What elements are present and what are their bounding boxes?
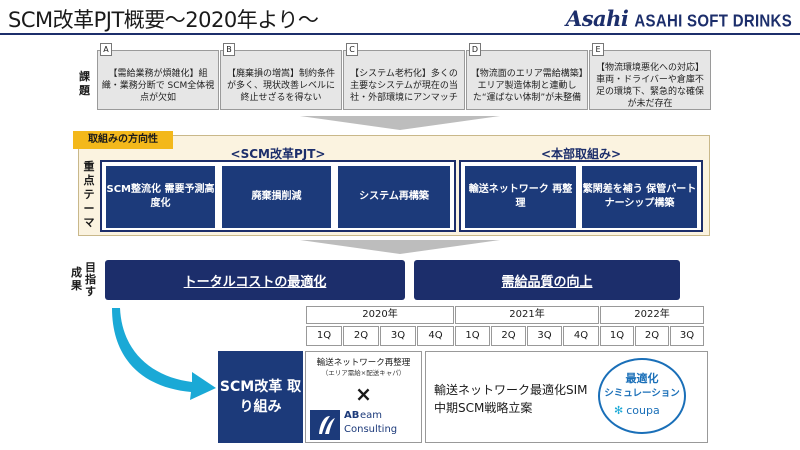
badge-subtitle: シミュレーション bbox=[604, 388, 680, 399]
issue-card-c: C 【システム老朽化】多くの主要なシステムが現在の当社・外部環境にアンマッチ bbox=[343, 43, 465, 110]
result-quality: 需給品質の向上 bbox=[414, 260, 680, 300]
issue-text: 【物流環境悪化への対応】車両・ドライバーや倉庫不足の環境下、緊急的な確保が未だ存… bbox=[595, 63, 704, 109]
issue-text: 【需給業務が煩雑化】組織・業務分断で SCM全体視点が欠如 bbox=[101, 69, 215, 103]
issue-card-e: E 【物流環境悪化への対応】車両・ドライバーや倉庫不足の環境下、緊急的な確保が未… bbox=[589, 43, 711, 110]
issue-letter: E bbox=[592, 43, 604, 56]
sim-line-2: 中期SCM戦略立案 bbox=[434, 401, 533, 415]
quarter-cell: 3Q bbox=[670, 326, 704, 346]
quarter-cell: 1Q bbox=[600, 326, 634, 346]
quarter-cell: 2Q bbox=[491, 326, 526, 346]
issue-card-a: A 【需給業務が煩雑化】組織・業務分断で SCM全体視点が欠如 bbox=[97, 43, 219, 110]
theme-card: SCM整流化 需要予測高度化 bbox=[106, 166, 215, 228]
focus-theme-label: 重点テーマ bbox=[83, 160, 95, 229]
coupa-snowflake-icon: ✻ bbox=[614, 404, 624, 417]
theme-card: 繁閑差を補う 保管パートナーシップ構築 bbox=[582, 166, 697, 228]
direction-tab: 取組みの方向性 bbox=[73, 131, 173, 149]
down-arrow-icon bbox=[300, 116, 500, 130]
hq-group-title: <本部取組み> bbox=[540, 147, 622, 161]
issues-label: 課題 bbox=[79, 70, 90, 97]
abeam-ab: AB bbox=[344, 410, 360, 421]
page-title: SCM改革PJT概要～2020年より～ bbox=[8, 8, 319, 32]
issue-text: 【物流面のエリア需給構築】エリア製造体制と連動した“運ばない体制”が未整備 bbox=[470, 69, 584, 103]
issue-card-b: B 【廃棄損の増嵩】制約条件が多く、現状改善レベルに終止せざるを得ない bbox=[220, 43, 342, 110]
optimization-simulation-badge: 最適化 シミュレーション ✻ coupa bbox=[598, 358, 686, 434]
year-header: 2021年 bbox=[455, 306, 599, 324]
scm-pjt-group-title: <SCM改革PJT> bbox=[230, 147, 326, 161]
quarter-cell: 3Q bbox=[527, 326, 562, 346]
theme-card: システム再構築 bbox=[338, 166, 450, 228]
times-symbol: × bbox=[355, 382, 372, 406]
logo-mark: Asahi bbox=[565, 6, 629, 31]
quarter-cell: 2Q bbox=[343, 326, 379, 346]
issue-letter: B bbox=[223, 43, 235, 56]
logo-text: ASAHI SOFT DRINKS bbox=[634, 11, 792, 32]
issue-text: 【廃棄損の増嵩】制約条件が多く、現状改善レベルに終止せざるを得ない bbox=[226, 69, 335, 103]
abeam-eam: eam bbox=[360, 410, 383, 421]
issue-letter: A bbox=[100, 43, 112, 56]
issue-letter: D bbox=[469, 43, 481, 56]
theme-card: 廃棄損削減 bbox=[222, 166, 331, 228]
sim-line-1: 輸送ネットワーク最適化SIM bbox=[434, 383, 588, 397]
coupa-logo: ✻ coupa bbox=[614, 404, 674, 418]
company-logo: Asahi ASAHI SOFT DRINKS bbox=[565, 6, 792, 32]
result-total-cost: トータルコストの最適化 bbox=[105, 260, 405, 300]
issue-text: 【システム老朽化】多くの主要なシステムが現在の当社・外部環境にアンマッチ bbox=[350, 69, 458, 103]
theme-card: 輸送ネットワーク 再整理 bbox=[465, 166, 576, 228]
issue-card-d: D 【物流面のエリア需給構築】エリア製造体制と連動した“運ばない体制”が未整備 bbox=[466, 43, 588, 110]
badge-title: 最適化 bbox=[625, 372, 659, 385]
header-rule bbox=[0, 33, 800, 35]
quarter-cell: 4Q bbox=[417, 326, 454, 346]
year-header: 2022年 bbox=[600, 306, 704, 324]
coupa-text: coupa bbox=[626, 404, 660, 417]
quarter-cell: 3Q bbox=[380, 326, 416, 346]
quarter-cell: 2Q bbox=[635, 326, 669, 346]
results-label: 成果 bbox=[71, 266, 82, 292]
reorg-title: 輸送ネットワーク再整理 bbox=[316, 358, 411, 368]
network-reorg-box: 輸送ネットワーク再整理 （エリア需給×配送キャパ） × AB eam Consu… bbox=[305, 351, 422, 443]
target-label: 目指す bbox=[85, 261, 96, 298]
issue-letter: C bbox=[346, 43, 358, 56]
down-arrow-icon bbox=[300, 240, 500, 254]
scm-initiative-box: SCM改革 取り組み bbox=[218, 351, 303, 443]
quarter-cell: 4Q bbox=[563, 326, 599, 346]
curved-arrow-icon bbox=[112, 308, 216, 400]
abeam-logo: AB eam Consulting bbox=[310, 410, 418, 440]
abeam-logo-icon bbox=[310, 410, 340, 440]
quarter-cell: 1Q bbox=[306, 326, 342, 346]
reorg-subtitle: （エリア需給×配送キャパ） bbox=[321, 369, 406, 377]
abeam-consulting: Consulting bbox=[344, 424, 398, 435]
quarter-cell: 1Q bbox=[455, 326, 490, 346]
year-header: 2020年 bbox=[306, 306, 454, 324]
